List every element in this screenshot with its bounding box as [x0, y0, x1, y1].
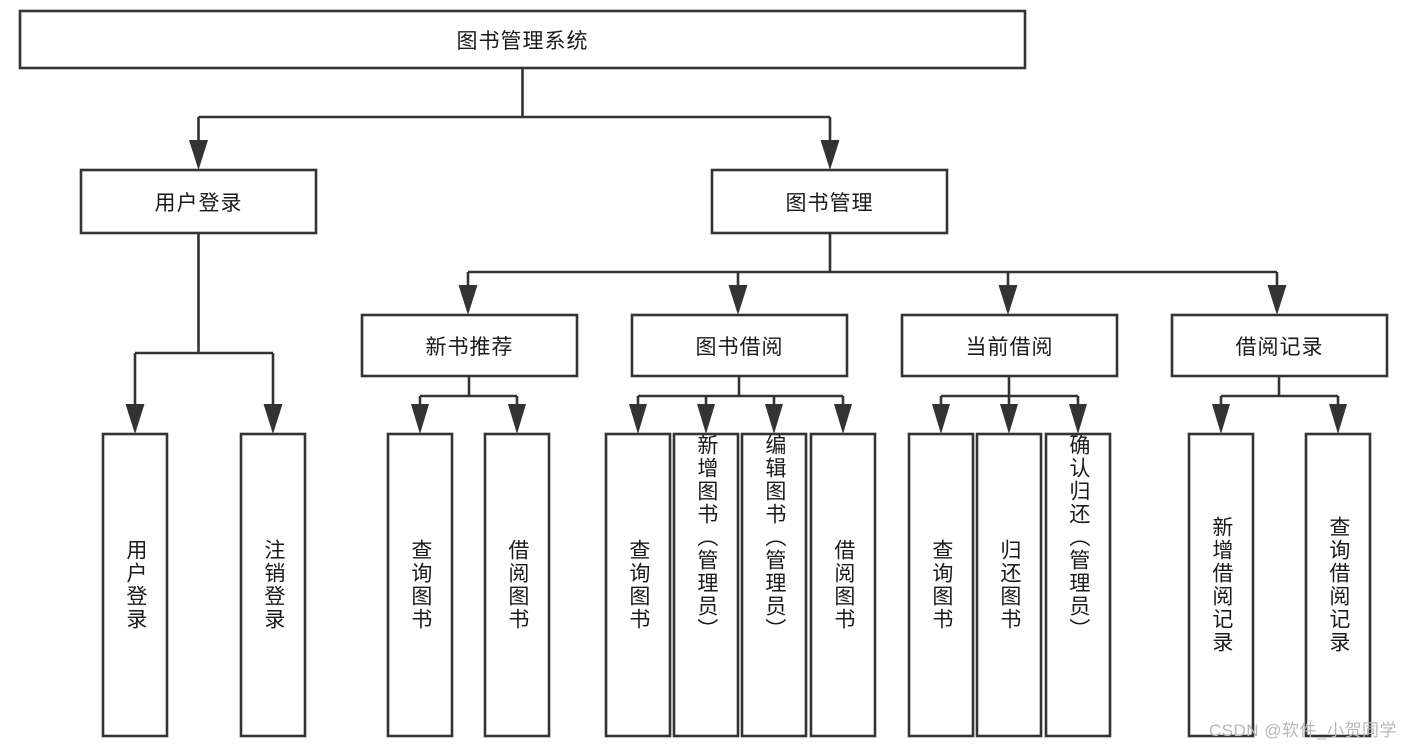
- arrowhead-icon: [629, 404, 647, 434]
- arrowhead-icon: [932, 404, 950, 434]
- leaf-box-user-login-0[interactable]: [101, 432, 169, 738]
- arrowhead-icon: [697, 404, 715, 434]
- leaf-box-new-book-0[interactable]: [386, 432, 454, 738]
- arrowhead-icon: [263, 404, 283, 434]
- arrowhead-icon: [834, 404, 852, 434]
- arrowhead-icon: [189, 140, 208, 170]
- leaf-box-borrow-record-0[interactable]: [1187, 432, 1255, 738]
- leaf-box-borrow-record-1[interactable]: [1304, 432, 1372, 738]
- node-root-box[interactable]: [18, 9, 1027, 70]
- arrowhead-icon: [1329, 404, 1347, 434]
- arrowhead-icon: [411, 404, 429, 434]
- leaf-box-user-login-1[interactable]: [239, 432, 307, 738]
- node-borrow-record-box[interactable]: [1170, 313, 1389, 378]
- arrowhead-icon: [998, 285, 1018, 315]
- arrowhead-icon: [820, 140, 840, 170]
- leaf-box-book-borrow-2[interactable]: [740, 432, 808, 738]
- leaf-box-new-book-1[interactable]: [483, 432, 551, 738]
- leaf-box-current-borrow-1[interactable]: [975, 432, 1043, 738]
- arrowhead-icon: [1267, 285, 1287, 315]
- node-book-manage-box[interactable]: [710, 168, 949, 235]
- arrowhead-icon: [1069, 404, 1087, 434]
- node-box-group: [18, 9, 1389, 738]
- arrowhead-icon: [765, 404, 783, 434]
- leaf-box-book-borrow-1[interactable]: [672, 432, 740, 738]
- arrowhead-icon: [1212, 404, 1230, 434]
- leaf-box-book-borrow-0[interactable]: [604, 432, 672, 738]
- node-user-login-box[interactable]: [79, 168, 318, 235]
- node-new-book-recommend-box[interactable]: [360, 313, 579, 378]
- arrowhead-icon: [728, 285, 748, 315]
- arrowhead-icon: [508, 404, 526, 434]
- watermark: CSDN @软件_小贺同学: [1208, 721, 1397, 740]
- node-book-borrow-box[interactable]: [630, 313, 849, 378]
- node-current-borrow-box[interactable]: [900, 313, 1119, 378]
- arrowhead-icon: [458, 285, 478, 315]
- arrowhead-group: [125, 140, 1347, 434]
- leaf-box-book-borrow-3[interactable]: [809, 432, 877, 738]
- connector-group: [133, 68, 1340, 404]
- arrowhead-icon: [125, 404, 145, 434]
- leaf-box-current-borrow-0[interactable]: [907, 432, 975, 738]
- leaf-box-current-borrow-2[interactable]: [1044, 432, 1112, 738]
- arrowhead-icon: [1000, 404, 1018, 434]
